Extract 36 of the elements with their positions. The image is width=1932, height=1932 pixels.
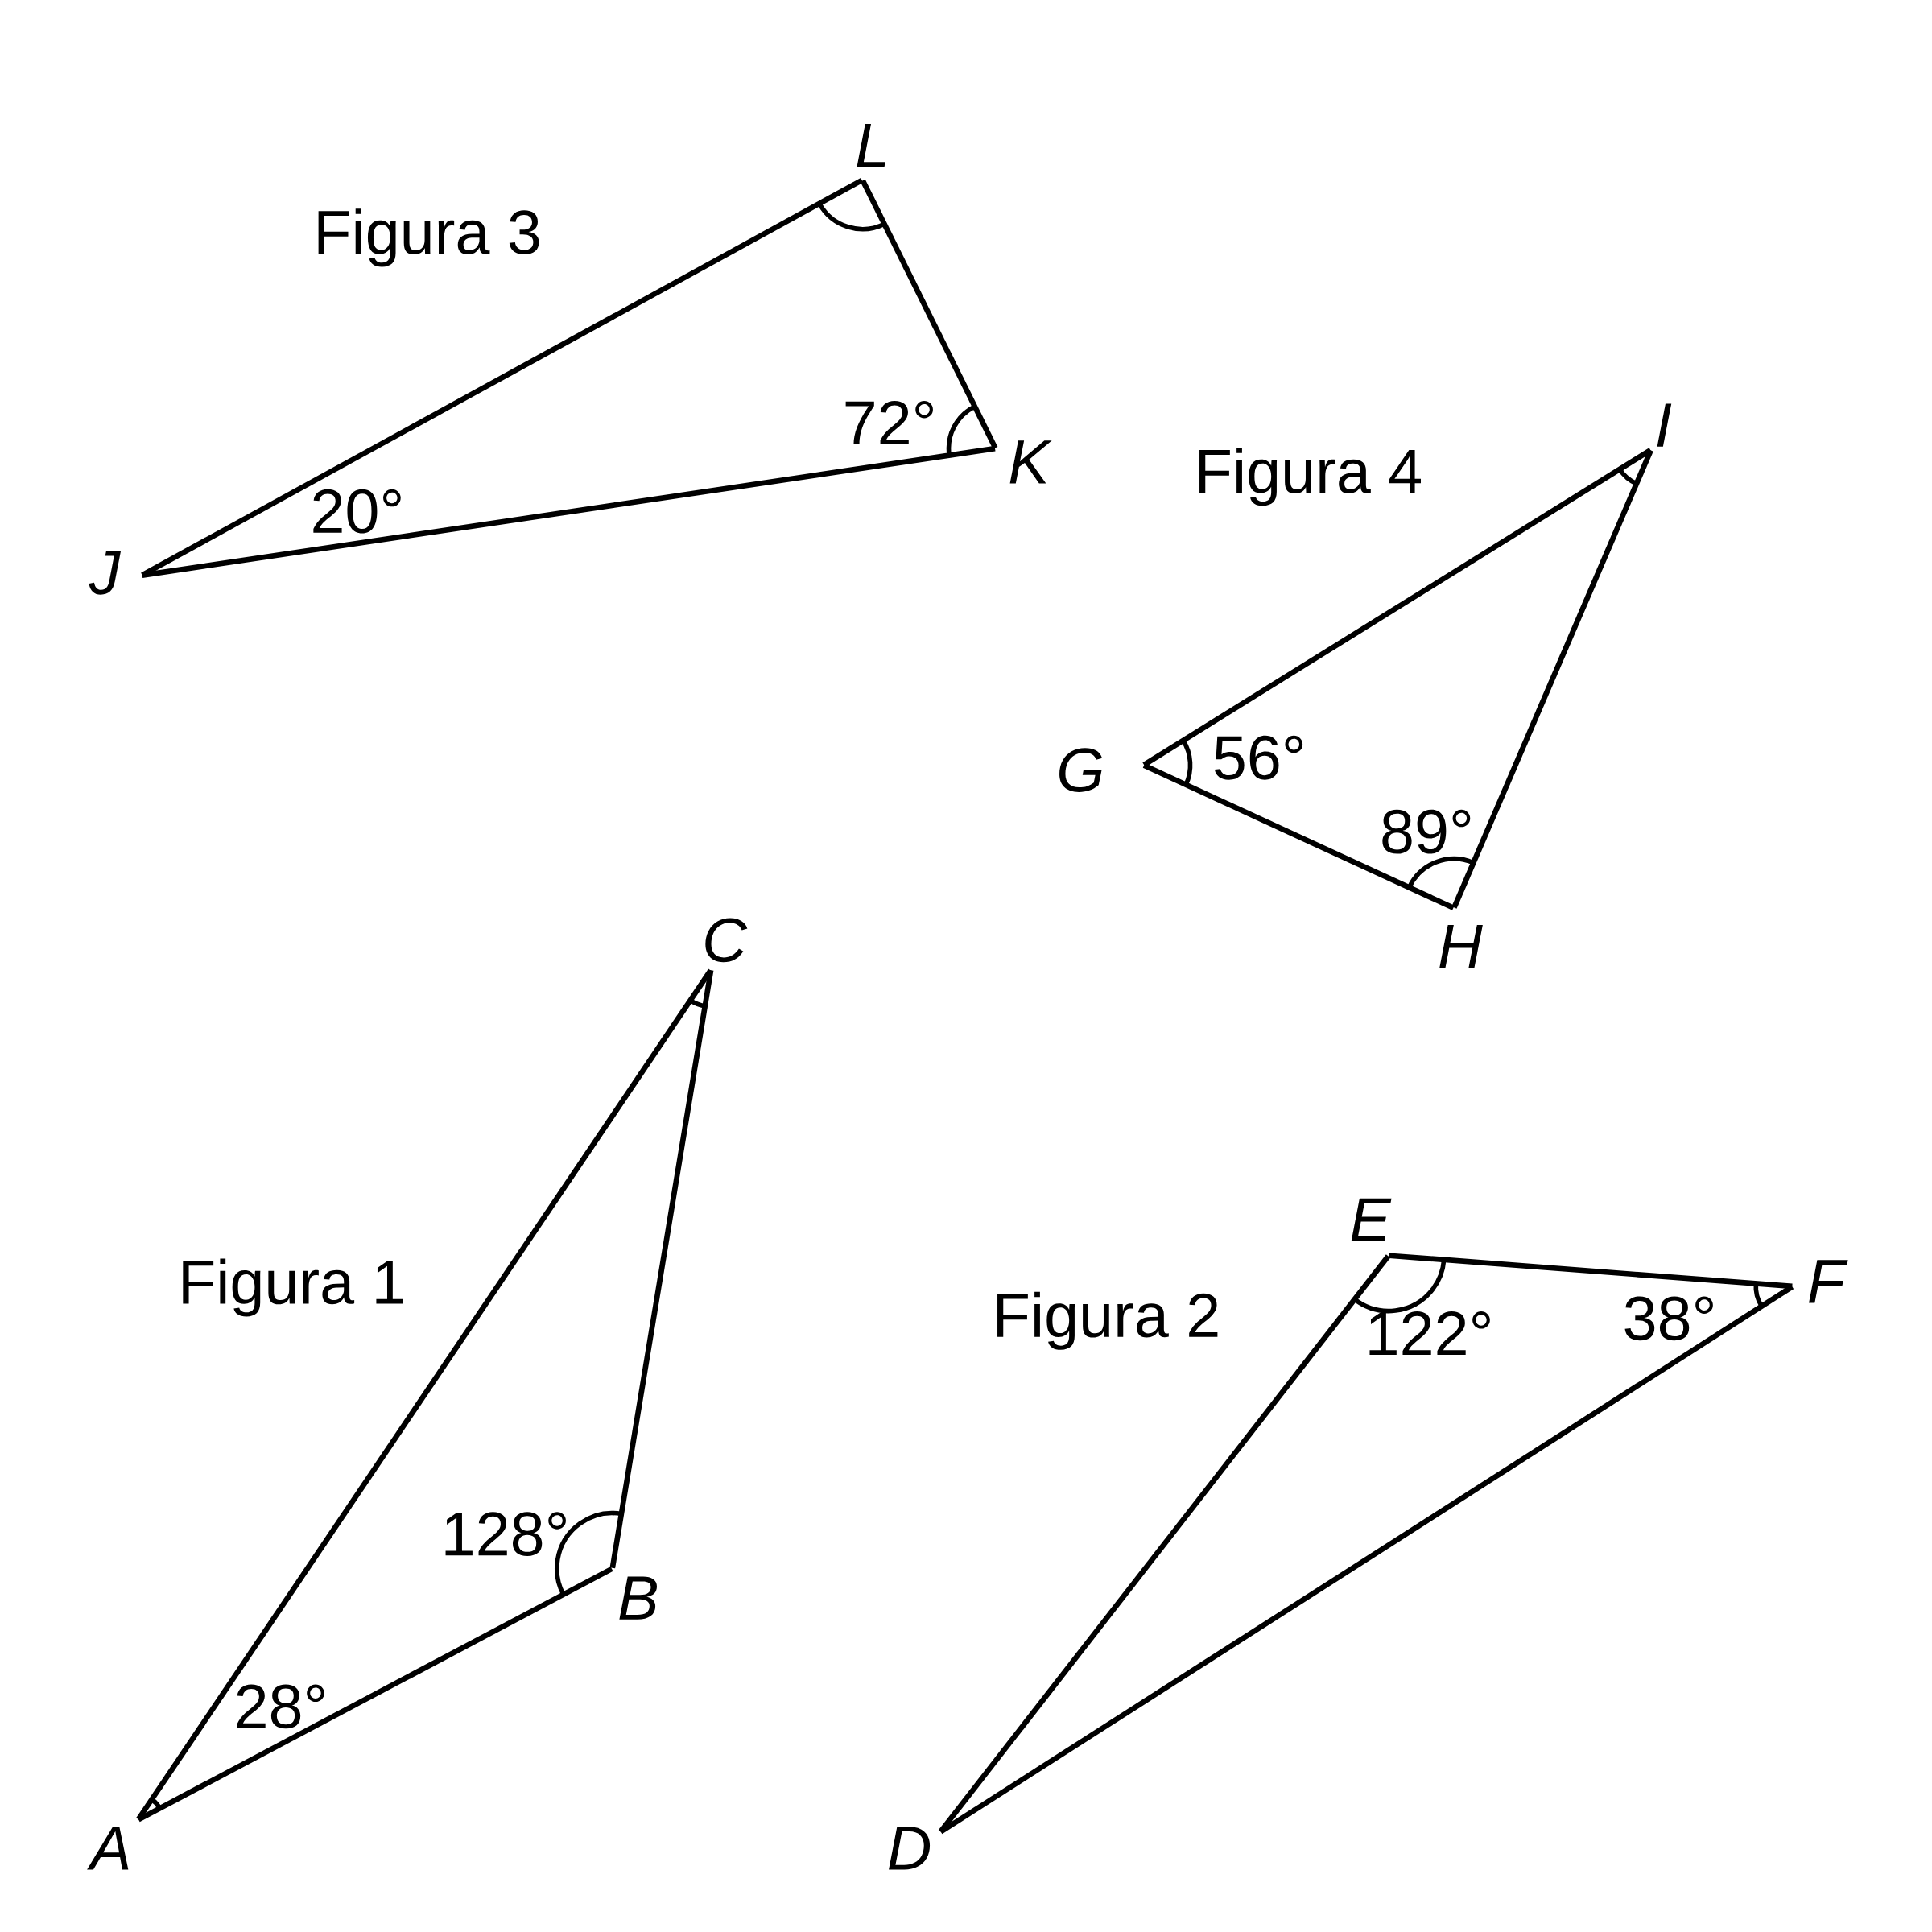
- angle-label: 38°: [1624, 1296, 1713, 1341]
- vertex-label: B: [619, 1576, 657, 1620]
- vertex-label: F: [1809, 1260, 1848, 1303]
- vertex-label: A: [87, 1827, 129, 1870]
- triangle-side: [1142, 448, 1653, 767]
- vertex-label: D: [889, 1827, 931, 1870]
- vertex-label: J: [89, 551, 121, 595]
- angle-label: 28°: [237, 1684, 324, 1729]
- vertex-label: E: [1351, 1198, 1392, 1241]
- figure-title: Figura 4: [1199, 448, 1421, 506]
- triangle-side: [1142, 762, 1455, 910]
- triangle-side: [141, 177, 864, 578]
- angle-label: 56°: [1214, 735, 1303, 780]
- vertex-label: I: [1657, 403, 1672, 447]
- vertex-label: K: [1009, 440, 1052, 484]
- figure-title: Figura 3: [318, 208, 539, 267]
- triangle-side: [938, 1254, 1391, 1834]
- triangle-side: [1451, 449, 1653, 909]
- vertex-label: G: [1059, 748, 1103, 792]
- triangle-side: [609, 969, 714, 1569]
- vertex-label: C: [705, 918, 748, 963]
- angle-label: 122°: [1369, 1311, 1490, 1356]
- figure-title: Figura 2: [997, 1291, 1218, 1350]
- angle-label: 89°: [1382, 809, 1471, 854]
- angle-label: 20°: [313, 489, 401, 534]
- vertex-label: H: [1439, 924, 1483, 968]
- vertex-label: L: [857, 123, 886, 167]
- angle-label: 128°: [445, 1512, 566, 1556]
- figure-title: Figura 1: [183, 1258, 403, 1317]
- triangle-side: [137, 1566, 613, 1823]
- triangle-side: [939, 1284, 1794, 1835]
- triangle-side: [860, 179, 998, 449]
- triangle-side: [1389, 1253, 1793, 1290]
- angle-label: 72°: [845, 400, 933, 444]
- triangle-side: [136, 968, 713, 1821]
- triangle-side: [142, 445, 996, 578]
